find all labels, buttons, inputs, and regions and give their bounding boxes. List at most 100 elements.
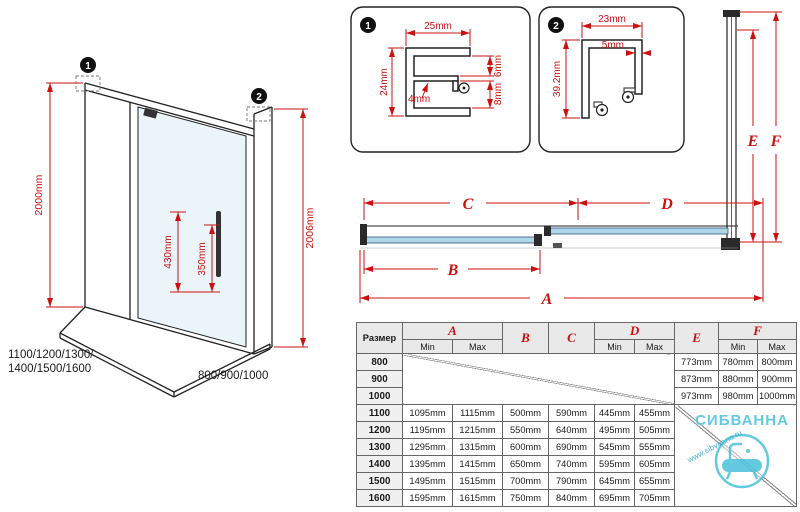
value-cell: 1095mm xyxy=(402,404,453,422)
value-cell: 505mm xyxy=(634,421,676,439)
value-cell: 1495mm xyxy=(402,472,453,490)
value-cell: 1215mm xyxy=(451,421,504,439)
value-cell: 740mm xyxy=(548,455,596,473)
dimension-letter-d: D xyxy=(660,196,673,213)
hanger-offset-dimension: 5mm xyxy=(602,40,624,51)
plan-view: C D B A E F xyxy=(359,10,782,308)
detail-view-2: 2 23mm 5mm 39.2mm xyxy=(538,6,685,153)
sliding-door-glass xyxy=(137,106,247,348)
handle-length-dimension: 350mm xyxy=(197,242,208,275)
svg-text:1: 1 xyxy=(365,21,371,32)
value-cell: 1395mm xyxy=(402,455,453,473)
value-cell: 650mm xyxy=(502,455,550,473)
profile-height-dimension: 24mm xyxy=(379,68,390,96)
value-cell: 555mm xyxy=(634,438,676,456)
value-cell: 445mm xyxy=(594,404,636,422)
column-header-d: D xyxy=(594,322,676,340)
value-cell: 1415mm xyxy=(451,455,504,473)
value-cell: 500mm xyxy=(502,404,550,422)
value-cell: 900mm xyxy=(757,370,798,388)
max-header: Max xyxy=(634,339,676,354)
value-cell: 873mm xyxy=(674,370,720,388)
height-dimension-left: 2000mm xyxy=(33,174,45,215)
svg-text:2: 2 xyxy=(553,21,559,32)
iso-dimension-lines xyxy=(46,82,308,348)
dimension-letter-c: C xyxy=(463,196,474,213)
size-cell: 1400 xyxy=(356,455,403,473)
size-cell: 1600 xyxy=(356,489,403,507)
value-cell: 880mm xyxy=(718,370,759,388)
value-cell: 980mm xyxy=(718,387,759,405)
svg-text:2: 2 xyxy=(256,92,262,103)
value-cell: 495mm xyxy=(594,421,636,439)
value-cell: 773mm xyxy=(674,353,720,371)
side-panel-plan xyxy=(721,10,740,250)
size-cell: 1000 xyxy=(356,387,403,405)
value-cell: 1195mm xyxy=(402,421,453,439)
glass-gap-bottom-dimension: 8mm xyxy=(493,83,504,105)
door-handle xyxy=(216,211,221,277)
profile-thickness-dimension: 4mm xyxy=(408,94,430,105)
crossed-cell xyxy=(401,353,676,405)
value-cell: 750mm xyxy=(502,489,550,507)
value-cell: 1000mm xyxy=(757,387,798,405)
value-cell: 1315mm xyxy=(451,438,504,456)
size-cell: 1300 xyxy=(356,438,403,456)
value-cell: 1115mm xyxy=(451,404,504,422)
glass-gap-top-dimension: 6mm xyxy=(493,55,504,77)
value-cell: 780mm xyxy=(718,353,759,371)
track-profile-section xyxy=(405,47,471,117)
detail-marker-1: 1 xyxy=(75,57,101,92)
column-header-f: F xyxy=(718,322,798,340)
isometric-view: 2000mm 2006mm 430mm 350mm 1 2 1100/1200/… xyxy=(8,57,316,398)
roller-block xyxy=(143,107,158,119)
value-cell: 545mm xyxy=(594,438,636,456)
value-cell: 1595mm xyxy=(402,489,453,507)
value-cell: 690mm xyxy=(548,438,596,456)
size-cell: 800 xyxy=(356,353,403,371)
size-cell: 1500 xyxy=(356,472,403,490)
value-cell: 590mm xyxy=(548,404,596,422)
svg-text:1: 1 xyxy=(85,61,91,72)
value-cell: 1295mm xyxy=(402,438,453,456)
detail-marker-1: 1 xyxy=(360,17,376,33)
value-cell: 800mm xyxy=(757,353,798,371)
enclosure-outline xyxy=(59,82,273,398)
door-assembly-plan xyxy=(360,224,738,249)
detail-2-dimension-lines xyxy=(562,22,651,119)
value-cell: 705mm xyxy=(634,489,676,507)
size-cell: 1200 xyxy=(356,421,403,439)
detail-marker-2: 2 xyxy=(548,17,564,33)
value-cell: 973mm xyxy=(674,387,720,405)
detail-view-1: 1 25mm 24mm 4mm 6mm 8mm xyxy=(350,6,531,153)
detail-1-dimension-lines xyxy=(388,29,494,117)
value-cell: 655mm xyxy=(634,472,676,490)
value-cell: 640mm xyxy=(548,421,596,439)
value-cell: 600mm xyxy=(502,438,550,456)
watermark-brand: СИБВАННА xyxy=(695,412,789,429)
value-cell: 595mm xyxy=(594,455,636,473)
door-width-options-line1: 1100/1200/1300/ xyxy=(8,349,94,361)
size-cell: 1100 xyxy=(356,404,403,422)
dimension-letter-b: B xyxy=(447,262,459,279)
value-cell: 550mm xyxy=(502,421,550,439)
handle-height-dimension: 430mm xyxy=(163,235,174,268)
size-table: Размер A B C D E F Min Max Min Max Min M… xyxy=(356,322,798,507)
size-header-cell: Размер xyxy=(356,322,403,354)
column-header-b: B xyxy=(502,322,550,354)
dimension-letter-a: A xyxy=(541,291,553,308)
min-header: Min xyxy=(594,339,636,354)
hanger-width-dimension: 23mm xyxy=(598,14,626,25)
value-cell: 700mm xyxy=(502,472,550,490)
door-width-options-line2: 1400/1500/1600 xyxy=(8,363,91,375)
side-panel-width-options: 800/900/1000 xyxy=(198,370,268,382)
min-header: Min xyxy=(718,339,759,354)
value-cell: 1615mm xyxy=(451,489,504,507)
size-cell: 900 xyxy=(356,370,403,388)
